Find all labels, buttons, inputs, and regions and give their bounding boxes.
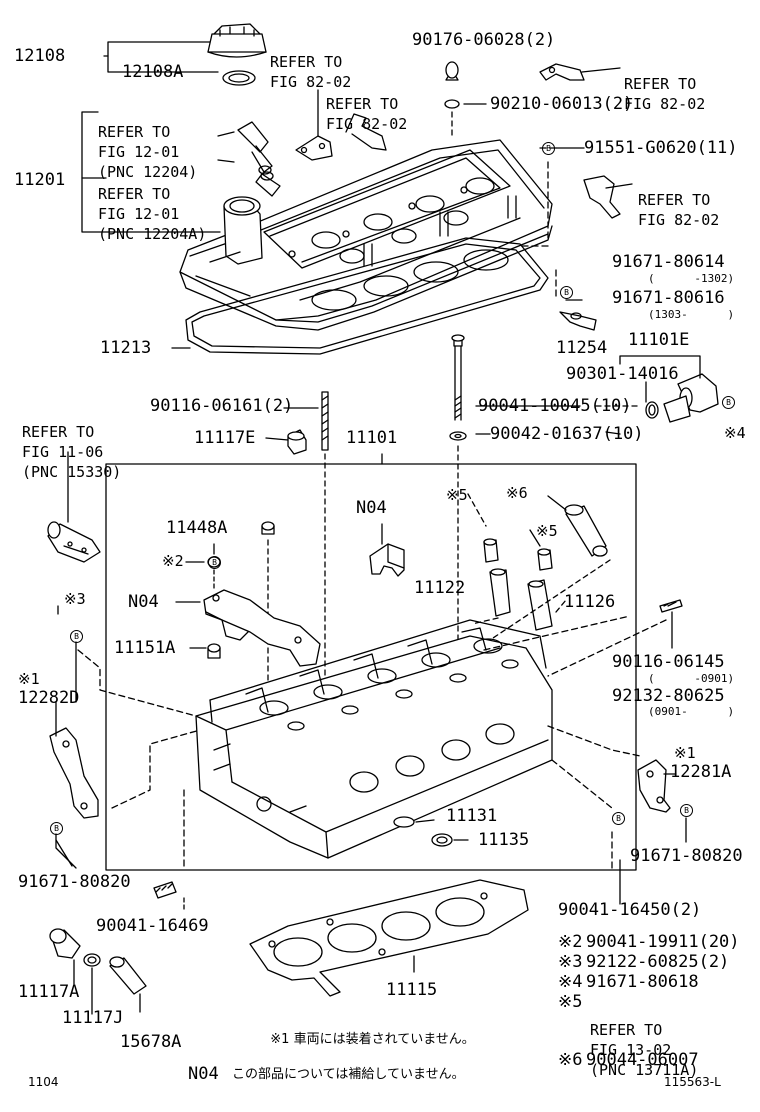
callout-11213: 11213 [100, 338, 152, 358]
callout-11201: 11201 [14, 170, 66, 190]
callout-11151a: 11151A [114, 638, 176, 658]
cylinder-head-drawing [195, 619, 553, 859]
camshaft-bearing-cap-drawing [369, 543, 405, 577]
fastener-marker-b: B [208, 556, 221, 569]
callout-11115: 11115 [386, 980, 438, 1000]
fastener-marker-b: B [542, 142, 555, 155]
callout-12108: 12108 [14, 46, 66, 66]
footnote-3-part: 92122-60825(2) [586, 952, 730, 972]
footnote-marker-6: ※6 [558, 1050, 583, 1070]
range-92132-80625: (0901- ) [648, 705, 735, 718]
note-marker-2: ※2 [162, 552, 184, 570]
note-marker-5b: ※5 [536, 522, 558, 540]
callout-90116-06145: 90116-06145 [612, 652, 725, 672]
callout-11126: 11126 [564, 592, 616, 612]
head-bolts-drawing [321, 334, 467, 701]
callout-11117e: 11117E [194, 428, 256, 448]
callout-91551-g0620: 91551-G0620(11) [584, 138, 738, 158]
footnote-marker-4: ※4 [558, 972, 583, 992]
fastener-marker-b: B [680, 804, 693, 817]
head-gasket-drawing [249, 879, 529, 997]
footnote-marker-2: ※2 [558, 932, 583, 952]
valve-guides-drawing [483, 504, 608, 631]
callout-11101e: 11101E [628, 330, 690, 350]
fastener-marker-b: B [612, 812, 625, 825]
callout-91671-80820-left: 91671-80820 [18, 872, 131, 892]
cylinder-head-cover-drawing [179, 139, 553, 331]
leader-lines [77, 615, 667, 871]
engine-hanger-left-drawing [49, 727, 99, 819]
callout-11117j: 11117J [62, 1008, 124, 1028]
callout-11117a: 11117A [18, 982, 80, 1002]
page-code-right: 115563-L [664, 1075, 721, 1089]
callout-91671-80820-right: 91671-80820 [630, 846, 743, 866]
note-marker-6: ※6 [506, 484, 528, 502]
engine-hanger-right-drawing [637, 759, 671, 813]
callout-90041-16450: 90041-16450(2) [558, 900, 702, 920]
bottom-left-fittings-drawing [49, 881, 177, 995]
callout-11122: 11122 [414, 578, 466, 598]
callout-90210-06013: 90210-06013(2) [490, 94, 634, 114]
note-marker-5: ※5 [446, 486, 468, 504]
callout-90041-16469: 90041-16469 [96, 916, 209, 936]
callout-12108a: 12108A [122, 62, 184, 82]
footnote-marker-5: ※5 [558, 992, 583, 1012]
footnote-4-part: 91671-80618 [586, 972, 699, 992]
callout-12282d: 12282D [18, 688, 80, 708]
note-marker-4: ※4 [724, 424, 746, 442]
cam-position-sensor-drawing [645, 373, 719, 423]
callout-90042-01637: 90042-01637(10) [490, 424, 644, 444]
range-91671-80614: ( -1302) [648, 272, 735, 285]
oil-control-valve-drawing [47, 521, 101, 563]
callout-90041-10045: 90041-10045(10) [478, 396, 632, 416]
page-code-left: 1104 [28, 1075, 59, 1089]
footnote-n04-label: N04 [188, 1064, 219, 1084]
callout-11101: 11101 [346, 428, 398, 448]
pcv-valve-drawing [237, 121, 281, 197]
head-cover-gasket-drawing [185, 237, 549, 355]
callout-15678a: 15678A [120, 1032, 182, 1052]
footnote-2-part: 90041-19911(20) [586, 932, 740, 952]
fastener-marker-b: B [560, 286, 573, 299]
callout-12281a: 12281A [670, 762, 732, 782]
callout-90116-06161: 90116-06161(2) [150, 396, 294, 416]
callout-90176-06028: 90176-06028(2) [412, 30, 556, 50]
fastener-marker-b: B [50, 822, 63, 835]
callout-90301-14016: 90301-14016 [566, 364, 679, 384]
callout-11254: 11254 [556, 338, 608, 358]
fastener-marker-b: B [70, 630, 83, 643]
note-marker-1-right: ※1 [674, 744, 696, 762]
bearing-cap-assembly-drawing [203, 521, 321, 681]
note-marker-1-left: ※1 [18, 670, 40, 688]
callout-91671-80614: 91671-80614 [612, 252, 725, 272]
oil-filler-cap-drawing [207, 23, 267, 86]
footnote-1: ※1 車両には装着されていません。 [270, 1032, 475, 1047]
footnote-marker-3: ※3 [558, 952, 583, 972]
wire-brackets-drawing [295, 63, 633, 219]
callout-11131: 11131 [446, 806, 498, 826]
range-90116-06145: ( -0901) [648, 672, 735, 685]
callout-91671-80616: 91671-80616 [612, 288, 725, 308]
callout-n04-left: N04 [128, 592, 159, 612]
callout-11135: 11135 [478, 830, 530, 850]
callout-11448a: 11448A [166, 518, 228, 538]
callout-n04-top: N04 [356, 498, 387, 518]
callout-92132-80625: 92132-80625 [612, 686, 725, 706]
footnote-6-part: 90044-06007 [586, 1050, 699, 1070]
note-marker-3: ※3 [64, 590, 86, 608]
range-91671-80616: (1303- ) [648, 308, 735, 321]
footnote-n04-text: この部品については補給していません。 [232, 1067, 465, 1082]
fastener-marker-b: B [722, 396, 735, 409]
